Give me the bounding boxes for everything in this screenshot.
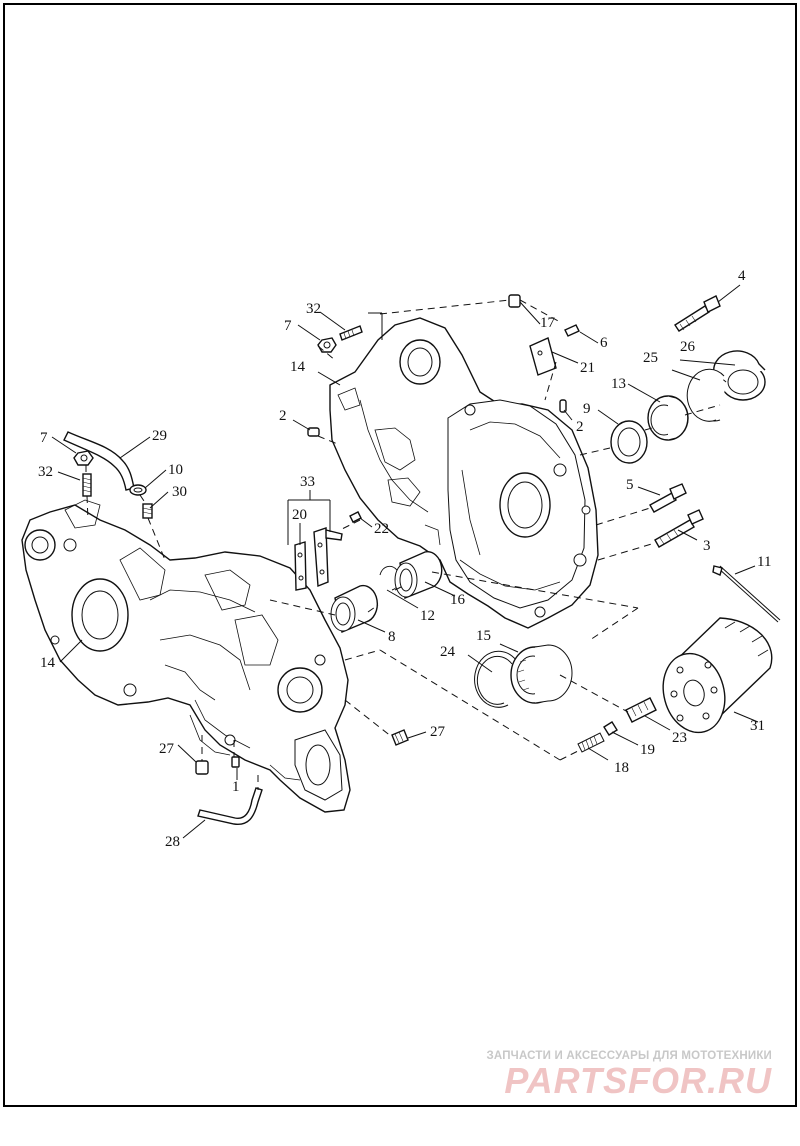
hose-clamp (129, 484, 147, 496)
bushing-16 (394, 551, 443, 599)
callout-13: 13 (611, 376, 626, 392)
breather-hose (63, 431, 135, 491)
check-ball-19 (603, 721, 618, 736)
callout-25: 25 (643, 350, 658, 366)
bearing-8 (330, 584, 378, 633)
callout-14a: 14 (40, 655, 56, 671)
nut-left (73, 450, 94, 466)
callout-1: 1 (232, 779, 240, 795)
callout-labels: 4 17 6 21 25 26 13 9 2 5 3 11 31 23 19 1… (38, 268, 771, 850)
callout-17: 17 (540, 315, 556, 331)
callout-33: 33 (300, 474, 315, 490)
callout-7a: 7 (40, 430, 48, 446)
spacer-9 (610, 420, 648, 464)
leader-lines (51, 284, 759, 839)
callout-16: 16 (450, 592, 466, 608)
callout-2b: 2 (576, 419, 584, 435)
callout-26: 26 (680, 339, 696, 355)
left-crankcase-half (21, 499, 351, 813)
callout-14b: 14 (290, 359, 306, 375)
stud-left (82, 473, 92, 497)
roller-bearing-15 (510, 644, 573, 704)
watermark: ЗАПЧАСТИ И АКСЕССУАРЫ ДЛЯ МОТОТЕХНИКИ PA… (486, 1050, 772, 1102)
dipstick-11 (712, 565, 781, 623)
callout-24: 24 (440, 644, 456, 660)
callout-8: 8 (388, 629, 396, 645)
watermark-logo: PARTSFOR.RU (504, 1060, 772, 1101)
callout-22: 22 (374, 521, 389, 537)
breather-fitting (142, 503, 153, 519)
callout-23: 23 (672, 730, 687, 746)
callout-12: 12 (420, 608, 435, 624)
bolt-5 (649, 483, 687, 513)
callout-18: 18 (614, 760, 629, 776)
callout-20: 20 (292, 507, 307, 523)
watermark-caption: ЗАПЧАСТИ И АКСЕССУАРЫ ДЛЯ МОТОТЕХНИКИ (486, 1050, 772, 1062)
plate-20a (294, 541, 307, 591)
spring-18 (577, 732, 605, 753)
dowel-pin-1 (231, 756, 240, 768)
callout-32b: 32 (306, 301, 321, 317)
callout-4: 4 (738, 268, 746, 284)
oil-filter-31 (662, 617, 773, 734)
bolt-3 (654, 509, 704, 548)
callout-2a: 2 (279, 408, 287, 424)
callout-19: 19 (640, 742, 655, 758)
retaining-ring-24 (474, 650, 517, 708)
callout-6: 6 (600, 335, 608, 351)
bearing-race-26 (713, 350, 766, 401)
nut-right (317, 337, 337, 353)
callout-21: 21 (580, 360, 595, 376)
pipe-plug-27a (195, 760, 209, 775)
diagram-frame (3, 3, 797, 1107)
right-crankcase-half (329, 317, 599, 629)
dowel-pin-2b (559, 399, 567, 413)
callout-10: 10 (168, 462, 183, 478)
plate-20b (313, 527, 343, 588)
callout-32a: 32 (38, 464, 53, 480)
oil-tube-28 (197, 787, 263, 825)
callout-27a: 27 (159, 741, 175, 757)
callout-29: 29 (152, 428, 167, 444)
screw-22 (349, 511, 362, 523)
dowel-top (508, 294, 521, 308)
callout-30: 30 (172, 484, 187, 500)
filter-nipple-23 (625, 697, 657, 723)
callout-28: 28 (165, 834, 180, 850)
callout-3: 3 (703, 538, 711, 554)
stud-right (339, 325, 363, 341)
callout-15: 15 (476, 628, 491, 644)
oil-seal-13 (647, 395, 689, 441)
callout-31: 31 (750, 718, 765, 734)
callout-7b: 7 (284, 318, 292, 334)
pipe-plug-27b (391, 729, 409, 746)
dowel-pin-2a (307, 427, 320, 437)
callout-27b: 27 (430, 724, 446, 740)
callout-5: 5 (626, 477, 634, 493)
long-bolt-4 (674, 295, 721, 332)
callout-9: 9 (583, 401, 591, 417)
retaining-ring-25 (686, 368, 727, 422)
seal-plate (529, 337, 557, 376)
screw-6 (564, 324, 580, 337)
callout-11: 11 (757, 554, 771, 570)
